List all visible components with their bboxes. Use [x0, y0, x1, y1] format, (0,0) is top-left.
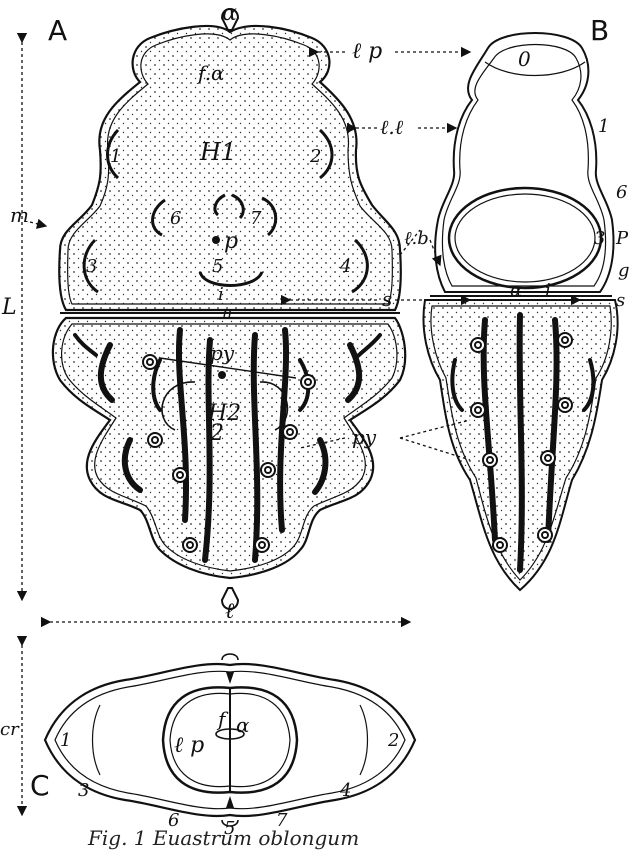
label-lb: ℓ.b	[404, 228, 429, 249]
panel-label-a: A	[48, 14, 67, 47]
pyrenoid-p-dot	[212, 236, 220, 244]
lobe-a2: 2	[309, 146, 321, 167]
label-f-c: f	[216, 707, 229, 731]
panel-label-b: B	[590, 14, 609, 47]
label-f-alpha: f.α	[196, 61, 225, 85]
lobe-bg: g	[618, 260, 630, 281]
notch-c-bottom	[226, 796, 234, 808]
lobe-bp: P	[615, 228, 629, 249]
label-lp-c: ℓ p	[174, 733, 204, 758]
lobe-a6: 6	[170, 208, 181, 229]
lobe-a5: 5	[212, 256, 223, 277]
lobe-c4: 4	[339, 780, 351, 801]
label-py-side: py	[352, 425, 377, 449]
label-py-a: py	[210, 341, 235, 365]
figure-caption: Fig. 1 Euastrum oblongum	[88, 826, 359, 850]
lobe-a3: 3	[86, 256, 97, 277]
lobe-c2: 2	[387, 730, 399, 751]
label-p: p	[224, 229, 238, 254]
label-h1: H1	[199, 138, 236, 166]
lobe-a1: 1	[110, 146, 121, 167]
label-s: s	[382, 287, 392, 311]
lobe-b6: 6	[616, 182, 627, 203]
label-cr: cr	[0, 719, 20, 740]
label-alpha-top: α	[222, 1, 237, 26]
lobe-c1: 1	[60, 730, 71, 751]
label-alpha-b: α	[510, 280, 522, 301]
lobe-b1: 1	[598, 116, 609, 137]
label-l: ℓ	[225, 599, 235, 624]
label-i-b: i	[545, 280, 551, 301]
lobe-b0: 0	[518, 47, 531, 71]
label-h2-two: 2	[209, 421, 224, 446]
lobe-b3: 3	[594, 228, 605, 249]
label-m: m	[10, 203, 29, 227]
panel-label-c: C	[30, 769, 50, 802]
lobe-a7: 7	[250, 208, 262, 229]
label-ll: ℓ.ℓ	[380, 115, 404, 139]
label-n: n	[222, 303, 232, 322]
notch-c-top	[226, 672, 234, 684]
label-lp: ℓ p	[352, 39, 382, 64]
label-s-b: s	[616, 290, 625, 311]
nucleus-dot	[218, 371, 226, 379]
lobe-a4: 4	[339, 256, 351, 277]
label-L: L	[1, 295, 17, 320]
label-i: i	[218, 284, 224, 305]
lobe-c3: 3	[78, 780, 89, 801]
label-alpha-c: α	[236, 713, 250, 737]
